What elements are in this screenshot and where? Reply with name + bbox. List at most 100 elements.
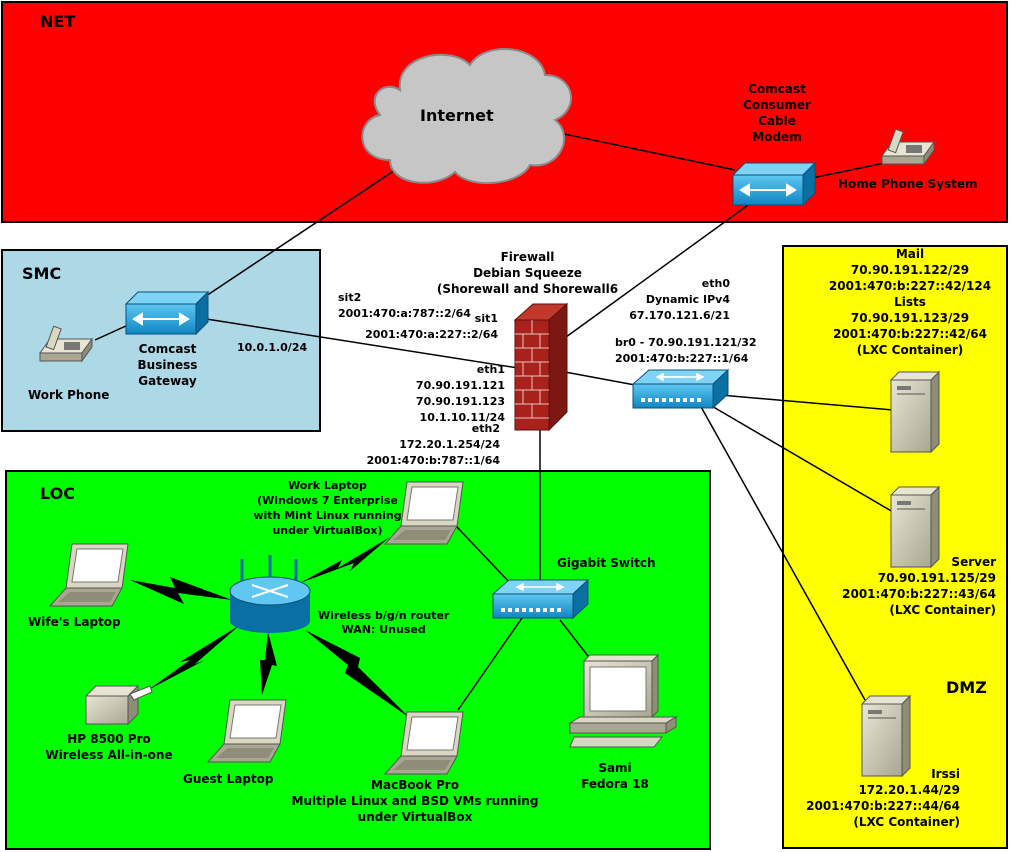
printer-label-line: Wireless All-in-one bbox=[45, 748, 173, 762]
eth2-label-line: eth2 bbox=[471, 422, 500, 435]
cable-modem-label-line: Consumer bbox=[743, 98, 811, 112]
gigabit-switch-label: Gigabit Switch bbox=[557, 556, 656, 570]
dmz-zone-title: DMZ bbox=[946, 678, 987, 697]
macbook-label: MacBook Pro Multiple Linux and BSD VMs r… bbox=[280, 777, 550, 825]
business-gateway-label-line: Comcast bbox=[138, 342, 197, 356]
irssi-label: Irssi 172.20.1.44/29 2001:470:b:227::44/… bbox=[780, 766, 960, 830]
firewall-label: Firewall Debian Squeeze (Shorewall and S… bbox=[420, 249, 635, 297]
link-internet-gateway bbox=[199, 169, 396, 301]
irssi-label-line: (LXC Container) bbox=[853, 815, 960, 829]
wireless-router-icon bbox=[229, 555, 311, 633]
printer-label-line: HP 8500 Pro bbox=[67, 732, 151, 746]
loc-zone-title: LOC bbox=[40, 484, 75, 503]
work-laptop-label: Work Laptop (Windows 7 Enterprise with M… bbox=[240, 478, 415, 538]
wireless-router-label-line: Wireless b/g/n router bbox=[318, 609, 450, 622]
wireless-link-wife bbox=[130, 577, 232, 604]
printer-icon bbox=[84, 684, 153, 726]
eth1-label-line: eth1 bbox=[476, 363, 505, 376]
wireless-link-worklaptop bbox=[300, 537, 390, 583]
macbook-label-line: MacBook Pro bbox=[371, 778, 459, 792]
sit1-label: sit1 2001:470:a:227::2/64 bbox=[360, 311, 498, 343]
br0-label: br0 - 70.90.191.121/32 2001:470:b:227::1… bbox=[615, 335, 757, 367]
wifes-laptop-icon bbox=[48, 543, 129, 607]
wireless-router-label: Wireless b/g/n router WAN: Unused bbox=[318, 609, 449, 637]
mail-label-line: 2001:470:b:227::42/124 bbox=[828, 279, 992, 293]
irssi-label-line: 172.20.1.44/29 bbox=[858, 783, 960, 797]
eth2-label: eth2 172.20.1.254/24 2001:470:b:787::1/6… bbox=[355, 421, 500, 469]
eth2-label-line: 2001:470:b:787::1/64 bbox=[366, 454, 500, 467]
wireless-link-macbook bbox=[305, 630, 410, 718]
gigabit-switch-icon bbox=[491, 578, 590, 620]
home-phone-icon bbox=[881, 128, 935, 166]
macbook-laptop-icon bbox=[383, 711, 464, 775]
business-gateway-label: Comcast Business Gateway bbox=[120, 341, 215, 389]
irssi-label-line: 2001:470:b:227::44/64 bbox=[806, 799, 960, 813]
link-macbook-switch bbox=[457, 617, 523, 711]
cable-modem-label: Comcast Consumer Cable Modem bbox=[722, 81, 832, 145]
server-label-line: (LXC Container) bbox=[889, 603, 996, 617]
work-laptop-label-line: under VirtualBox) bbox=[272, 524, 383, 537]
sit1-label-line: 2001:470:a:227::2/64 bbox=[365, 328, 498, 341]
work-laptop-icon bbox=[383, 481, 464, 545]
br0-label-line: 2001:470:b:227::1/64 bbox=[615, 352, 749, 365]
link-worklaptop-switch bbox=[454, 524, 513, 586]
sit2-label-line: 2001:470:a:787::2/64 bbox=[338, 307, 471, 320]
macbook-label-line: under VirtualBox bbox=[357, 810, 473, 824]
link-modem-phone bbox=[811, 162, 886, 179]
net-zone-title: NET bbox=[40, 12, 76, 31]
mail-label-line: 2001:470:b:227::42/64 bbox=[833, 327, 987, 341]
internet-cloud-icon bbox=[361, 48, 572, 185]
mail-label-line: 70.90.191.122/29 bbox=[850, 263, 970, 277]
eth1-label-line: 10.1.10.11/24 bbox=[419, 411, 505, 424]
link-bridge-mail bbox=[719, 394, 894, 411]
server-icon bbox=[889, 485, 941, 569]
business-gateway-icon bbox=[124, 290, 210, 336]
wireless-links bbox=[130, 537, 410, 718]
smc-zone-title: SMC bbox=[22, 264, 62, 283]
mail-label-line: (LXC Container) bbox=[856, 343, 964, 357]
server-label: Server 70.90.191.125/29 2001:470:b:227::… bbox=[820, 554, 996, 618]
work-phone-label: Work Phone bbox=[28, 388, 110, 402]
mail-label-line: 70.90.191.123/29 bbox=[850, 311, 970, 325]
sami-label-line: Fedora 18 bbox=[581, 777, 649, 791]
home-phone-label: Home Phone System bbox=[838, 177, 978, 191]
link-bridge-irssi bbox=[699, 404, 866, 701]
work-laptop-label-line: Work Laptop bbox=[288, 479, 367, 492]
mail-label: Mail 70.90.191.122/29 2001:470:b:227::42… bbox=[810, 246, 1010, 358]
firewall-label-line: (Shorewall and Shorewall6 bbox=[436, 282, 619, 296]
business-gateway-label-line: Business bbox=[137, 358, 198, 372]
mail-label-line: Lists bbox=[894, 295, 926, 309]
firewall-icon bbox=[513, 302, 569, 432]
internet-label: Internet bbox=[420, 106, 494, 125]
wireless-link-guest bbox=[260, 632, 277, 695]
eth0-label: eth0 Dynamic IPv4 67.170.121.6/21 bbox=[620, 276, 730, 324]
mail-server-icon bbox=[889, 370, 941, 454]
firewall-label-line: Debian Squeeze bbox=[473, 266, 582, 280]
business-gateway-label-line: Gateway bbox=[138, 374, 197, 388]
server-label-line: 2001:470:b:227::43/64 bbox=[842, 587, 996, 601]
guest-laptop-label: Guest Laptop bbox=[183, 772, 274, 786]
sit1-label-line: sit1 bbox=[474, 312, 498, 325]
connections bbox=[94, 129, 894, 711]
eth0-label-line: eth0 bbox=[701, 277, 730, 290]
work-phone-icon bbox=[39, 325, 93, 363]
desktop-pc-icon bbox=[568, 653, 678, 748]
printer-label: HP 8500 Pro Wireless All-in-one bbox=[34, 731, 184, 763]
macbook-label-line: Multiple Linux and BSD VMs running bbox=[291, 794, 539, 808]
guest-laptop-icon bbox=[206, 699, 287, 763]
cable-modem-label-line: Modem bbox=[752, 130, 802, 144]
link-internet-modem bbox=[544, 129, 736, 171]
smc-subnet-label: 10.0.1.0/24 bbox=[237, 341, 308, 354]
eth0-label-line: Dynamic IPv4 bbox=[645, 293, 730, 306]
cable-modem-label-line: Cable bbox=[758, 114, 796, 128]
irssi-server-icon bbox=[860, 694, 912, 778]
eth1-label-line: 70.90.191.121 bbox=[415, 379, 505, 392]
work-laptop-label-line: (Windows 7 Enterprise bbox=[257, 494, 398, 507]
wifes-laptop-label: Wife's Laptop bbox=[28, 615, 121, 629]
sit2-label-line: sit2 bbox=[338, 291, 362, 304]
eth1-label-line: 70.90.191.123 bbox=[415, 395, 505, 408]
irssi-label-line: Irssi bbox=[931, 767, 960, 781]
sami-label-line: Sami bbox=[598, 761, 632, 775]
br0-label-line: br0 - 70.90.191.121/32 bbox=[615, 336, 757, 349]
